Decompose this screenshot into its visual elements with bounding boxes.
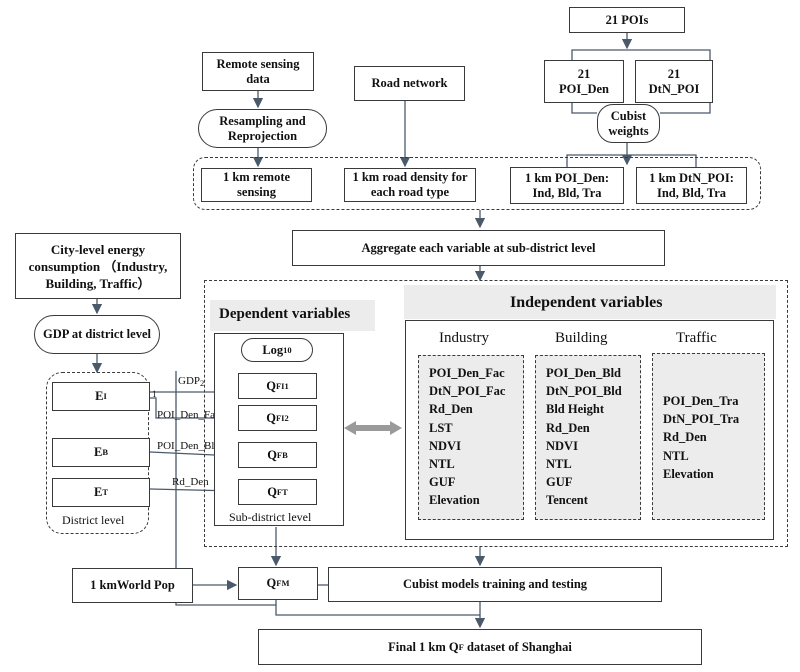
traffic-variable-list: POI_Den_Tra DtN_POI_Tra Rd_Den NTL Eleva… — [652, 353, 765, 520]
list-item: GUF — [546, 475, 573, 490]
independent-header-bg — [404, 285, 776, 319]
variables-region — [204, 280, 788, 547]
cubist-training-box: Cubist models training and testing — [328, 567, 662, 602]
list-item: Elevation — [429, 493, 480, 508]
list-item: POI_Den_Fac — [429, 366, 505, 380]
cubist-weights-label: Cubist weights — [608, 108, 649, 138]
aggregate-box: Aggregate each variable at sub-district … — [292, 230, 665, 266]
bidirectional-arrow — [344, 421, 402, 435]
independent-title: Independent variables — [510, 294, 663, 311]
final-dataset-subscript: F — [458, 641, 464, 652]
list-item: LST — [429, 420, 453, 435]
gdp-district-node: GDP at district level — [34, 315, 160, 354]
gdp-district-label: GDP at district level — [43, 327, 151, 341]
building-variable-list: POI_Den_Bld DtN_POI_Bld Bld Height Rd_De… — [535, 355, 641, 520]
one-km-layers-group — [193, 157, 761, 210]
world-pop-label: 1 kmWorld Pop — [90, 578, 175, 592]
list-item: NTL — [429, 457, 455, 472]
poi-den-count: 21 — [577, 66, 591, 81]
list-item: NDVI — [429, 438, 461, 453]
e-b-label: E — [93, 445, 103, 459]
list-item: DtN_POI_Bld — [546, 384, 622, 399]
sub-district-level-label: Sub-district level — [229, 510, 312, 524]
resampling-label: Resampling and Reprojection — [219, 113, 306, 143]
final-dataset-label-end: dataset of Shanghai — [463, 639, 572, 654]
e-i-subscript: I — [103, 391, 107, 401]
dependent-header-bg — [210, 300, 375, 331]
city-energy-label: City-level energy consumption （Industry,… — [28, 241, 168, 291]
cubist-training-label: Cubist models training and testing — [402, 577, 588, 591]
list-item: Tencent — [546, 493, 588, 508]
dtn-poi-count: 21 — [667, 66, 681, 81]
list-item: Elevation — [663, 466, 714, 481]
district-level-label: District level — [62, 513, 125, 527]
list-item: Rd_Den — [546, 420, 590, 435]
resampling-node: Resampling and Reprojection — [198, 109, 327, 148]
list-item: NDVI — [546, 438, 578, 453]
e-b-subscript: B — [102, 447, 108, 457]
list-item: POI_Den_Tra — [663, 394, 739, 408]
edge-label-gdp2: GDP2 — [178, 375, 205, 388]
cubist-weights-node: Cubist weights — [597, 104, 660, 143]
poi-den-label: POI_Den — [559, 81, 609, 96]
industry-variable-list: POI_Den_Fac DtN_POI_Fac Rd_Den LST NDVI … — [418, 355, 524, 520]
dependent-title: Dependent variables — [219, 306, 351, 322]
list-item: Rd_Den — [663, 430, 707, 445]
km-dtn-poi-title: 1 km DtN_POI: — [649, 170, 734, 185]
km-poi-den-box: 1 km POI_Den: Ind, Bld, Tra — [510, 167, 624, 204]
e-i-label: E — [95, 389, 104, 403]
list-item: Bld Height — [546, 402, 604, 417]
remote-sensing-box: Remote sensing data — [202, 52, 314, 91]
pois-box: 21 POIs — [569, 7, 685, 33]
list-item: Rd_Den — [429, 402, 473, 417]
list-item: NTL — [546, 457, 572, 472]
list-item: NTL — [663, 448, 689, 463]
km-dtn-poi-box: 1 km DtN_POI: Ind, Bld, Tra — [636, 167, 747, 204]
km-remote-sensing-box: 1 km remote sensing — [201, 168, 312, 202]
list-item: POI_Den_Bld — [546, 366, 622, 380]
edge-label-one: 1 — [152, 389, 157, 399]
km-dtn-poi-types: Ind, Bld, Tra — [656, 185, 726, 200]
final-dataset-label: Final 1 km Q — [388, 639, 459, 654]
list-item: DtN_POI_Tra — [663, 412, 740, 427]
km-road-density-box: 1 km road density for each road type — [344, 168, 476, 202]
remote-sensing-label: Remote sensing data — [216, 56, 300, 86]
dtn-poi-box: 21 DtN_POI — [635, 60, 713, 103]
pois-label: 21 POIs — [605, 12, 649, 27]
km-poi-den-title: 1 km POI_Den: — [524, 170, 610, 185]
log10-subscript: 10 — [283, 344, 292, 355]
city-energy-box: City-level energy consumption （Industry,… — [15, 233, 181, 299]
traffic-header: Traffic — [676, 330, 717, 346]
industry-header: Industry — [439, 330, 489, 346]
e-t-label: E — [93, 485, 103, 499]
list-item: DtN_POI_Fac — [429, 384, 506, 399]
list-item: GUF — [429, 475, 456, 490]
building-header: Building — [555, 330, 608, 346]
km-poi-den-types: Ind, Bld, Tra — [532, 185, 602, 200]
edge-label-rd-den: Rd_Den — [172, 476, 209, 488]
world-pop-box: 1 kmWorld Pop — [72, 568, 193, 603]
road-network-label: Road network — [371, 76, 448, 90]
dtn-poi-label: DtN_POI — [648, 81, 700, 96]
km-road-density-label: 1 km road density for each road type — [352, 170, 468, 199]
poi-den-box: 21 POI_Den — [544, 60, 624, 103]
km-remote-sensing-label: 1 km remote sensing — [222, 170, 291, 199]
log10-label: Log — [262, 342, 284, 357]
road-network-box: Road network — [354, 66, 465, 101]
aggregate-label: Aggregate each variable at sub-district … — [361, 240, 596, 255]
e-t-subscript: T — [102, 487, 108, 497]
